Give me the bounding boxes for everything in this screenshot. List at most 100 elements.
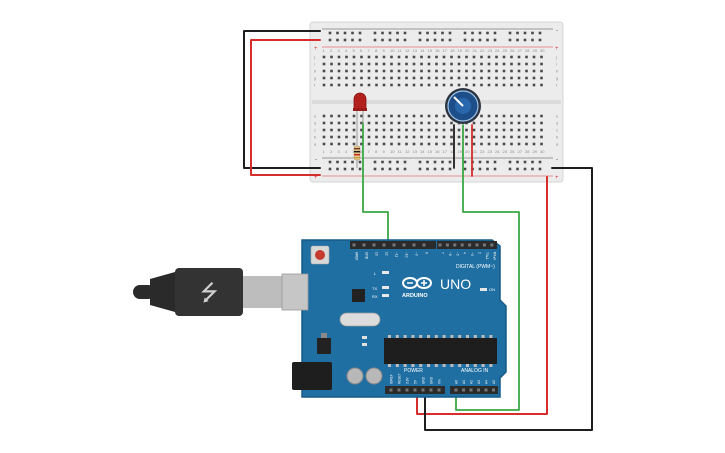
breadboard-hole[interactable] bbox=[375, 128, 378, 132]
breadboard-hole[interactable] bbox=[330, 114, 333, 118]
breadboard-hole[interactable] bbox=[472, 69, 476, 73]
breadboard-hole[interactable] bbox=[502, 76, 506, 80]
header-pin[interactable] bbox=[392, 243, 396, 247]
breadboard-hole[interactable] bbox=[525, 76, 528, 80]
breadboard-hole[interactable] bbox=[322, 128, 326, 132]
breadboard-hole[interactable] bbox=[382, 114, 386, 118]
breadboard-hole[interactable] bbox=[472, 76, 476, 80]
breadboard-hole[interactable] bbox=[517, 76, 521, 80]
header-pin[interactable] bbox=[475, 243, 479, 247]
breadboard-hole[interactable] bbox=[457, 76, 461, 80]
breadboard-hole[interactable] bbox=[360, 83, 363, 87]
breadboard-hole[interactable] bbox=[495, 69, 498, 73]
breadboard-hole[interactable] bbox=[457, 135, 461, 139]
breadboard-hole[interactable] bbox=[450, 62, 453, 66]
breadboard-hole[interactable] bbox=[322, 142, 326, 146]
breadboard-hole[interactable] bbox=[375, 135, 378, 139]
breadboard-hole[interactable] bbox=[427, 62, 431, 66]
rail-hole[interactable] bbox=[403, 31, 407, 35]
breadboard-hole[interactable] bbox=[525, 128, 528, 132]
breadboard-hole[interactable] bbox=[427, 128, 431, 132]
rail-hole[interactable] bbox=[471, 31, 474, 35]
breadboard-hole[interactable] bbox=[495, 128, 498, 132]
breadboard-hole[interactable] bbox=[412, 121, 416, 125]
breadboard-hole[interactable] bbox=[532, 69, 536, 73]
breadboard-hole[interactable] bbox=[420, 121, 423, 125]
rail-hole[interactable] bbox=[336, 167, 339, 171]
breadboard-hole[interactable] bbox=[457, 62, 461, 66]
breadboard-hole[interactable] bbox=[435, 135, 438, 139]
rail-hole[interactable] bbox=[538, 38, 542, 42]
breadboard-hole[interactable] bbox=[367, 62, 371, 66]
breadboard-hole[interactable] bbox=[412, 142, 416, 146]
breadboard-hole[interactable] bbox=[465, 83, 468, 87]
digital-header-2[interactable] bbox=[437, 241, 497, 249]
rail-hole[interactable] bbox=[351, 160, 354, 164]
breadboard-hole[interactable] bbox=[480, 55, 483, 59]
breadboard-hole[interactable] bbox=[375, 114, 378, 118]
breadboard-hole[interactable] bbox=[435, 142, 438, 146]
breadboard-hole[interactable] bbox=[405, 135, 408, 139]
header-pin[interactable] bbox=[437, 388, 441, 392]
breadboard-hole[interactable] bbox=[405, 114, 408, 118]
breadboard-hole[interactable] bbox=[397, 62, 401, 66]
breadboard-hole[interactable] bbox=[345, 83, 348, 87]
breadboard-hole[interactable] bbox=[345, 76, 348, 80]
breadboard-hole[interactable] bbox=[420, 128, 423, 132]
breadboard-hole[interactable] bbox=[322, 83, 326, 87]
rail-hole[interactable] bbox=[351, 167, 354, 171]
rail-hole[interactable] bbox=[493, 38, 497, 42]
breadboard-hole[interactable] bbox=[450, 128, 453, 132]
breadboard-hole[interactable] bbox=[435, 55, 438, 59]
breadboard-hole[interactable] bbox=[532, 128, 536, 132]
rail-hole[interactable] bbox=[478, 31, 482, 35]
rail-hole[interactable] bbox=[418, 31, 422, 35]
breadboard-hole[interactable] bbox=[495, 114, 498, 118]
breadboard-hole[interactable] bbox=[465, 128, 468, 132]
breadboard-hole[interactable] bbox=[345, 135, 348, 139]
breadboard-hole[interactable] bbox=[420, 114, 423, 118]
rail-hole[interactable] bbox=[433, 38, 437, 42]
breadboard-hole[interactable] bbox=[517, 62, 521, 66]
breadboard-hole[interactable] bbox=[510, 114, 513, 118]
rail-hole[interactable] bbox=[523, 160, 527, 164]
breadboard-hole[interactable] bbox=[502, 114, 506, 118]
breadboard-hole[interactable] bbox=[405, 121, 408, 125]
rail-hole[interactable] bbox=[343, 167, 347, 171]
breadboard-hole[interactable] bbox=[427, 76, 431, 80]
breadboard-hole[interactable] bbox=[525, 121, 528, 125]
breadboard-hole[interactable] bbox=[532, 135, 536, 139]
breadboard-hole[interactable] bbox=[390, 128, 393, 132]
breadboard-hole[interactable] bbox=[367, 135, 371, 139]
breadboard-hole[interactable] bbox=[472, 135, 476, 139]
breadboard-hole[interactable] bbox=[382, 76, 386, 80]
rail-hole[interactable] bbox=[516, 31, 519, 35]
rail-hole[interactable] bbox=[478, 160, 482, 164]
breadboard-hole[interactable] bbox=[540, 135, 543, 139]
header-pin[interactable] bbox=[445, 243, 449, 247]
breadboard-hole[interactable] bbox=[495, 76, 498, 80]
breadboard-hole[interactable] bbox=[330, 83, 333, 87]
breadboard-hole[interactable] bbox=[517, 69, 521, 73]
breadboard-hole[interactable] bbox=[412, 135, 416, 139]
breadboard-hole[interactable] bbox=[420, 142, 423, 146]
header-pin[interactable] bbox=[482, 243, 486, 247]
breadboard-hole[interactable] bbox=[540, 76, 543, 80]
breadboard-hole[interactable] bbox=[525, 62, 528, 66]
rail-hole[interactable] bbox=[426, 31, 429, 35]
rail-hole[interactable] bbox=[448, 160, 452, 164]
breadboard-hole[interactable] bbox=[480, 62, 483, 66]
breadboard-hole[interactable] bbox=[472, 83, 476, 87]
breadboard-hole[interactable] bbox=[487, 62, 491, 66]
breadboard-hole[interactable] bbox=[517, 114, 521, 118]
breadboard-hole[interactable] bbox=[487, 142, 491, 146]
breadboard-hole[interactable] bbox=[525, 142, 528, 146]
breadboard-hole[interactable] bbox=[390, 121, 393, 125]
breadboard-hole[interactable] bbox=[450, 55, 453, 59]
breadboard-hole[interactable] bbox=[360, 69, 363, 73]
breadboard-hole[interactable] bbox=[435, 128, 438, 132]
rail-hole[interactable] bbox=[373, 38, 377, 42]
breadboard-hole[interactable] bbox=[540, 121, 543, 125]
breadboard-hole[interactable] bbox=[390, 76, 393, 80]
breadboard-hole[interactable] bbox=[345, 142, 348, 146]
